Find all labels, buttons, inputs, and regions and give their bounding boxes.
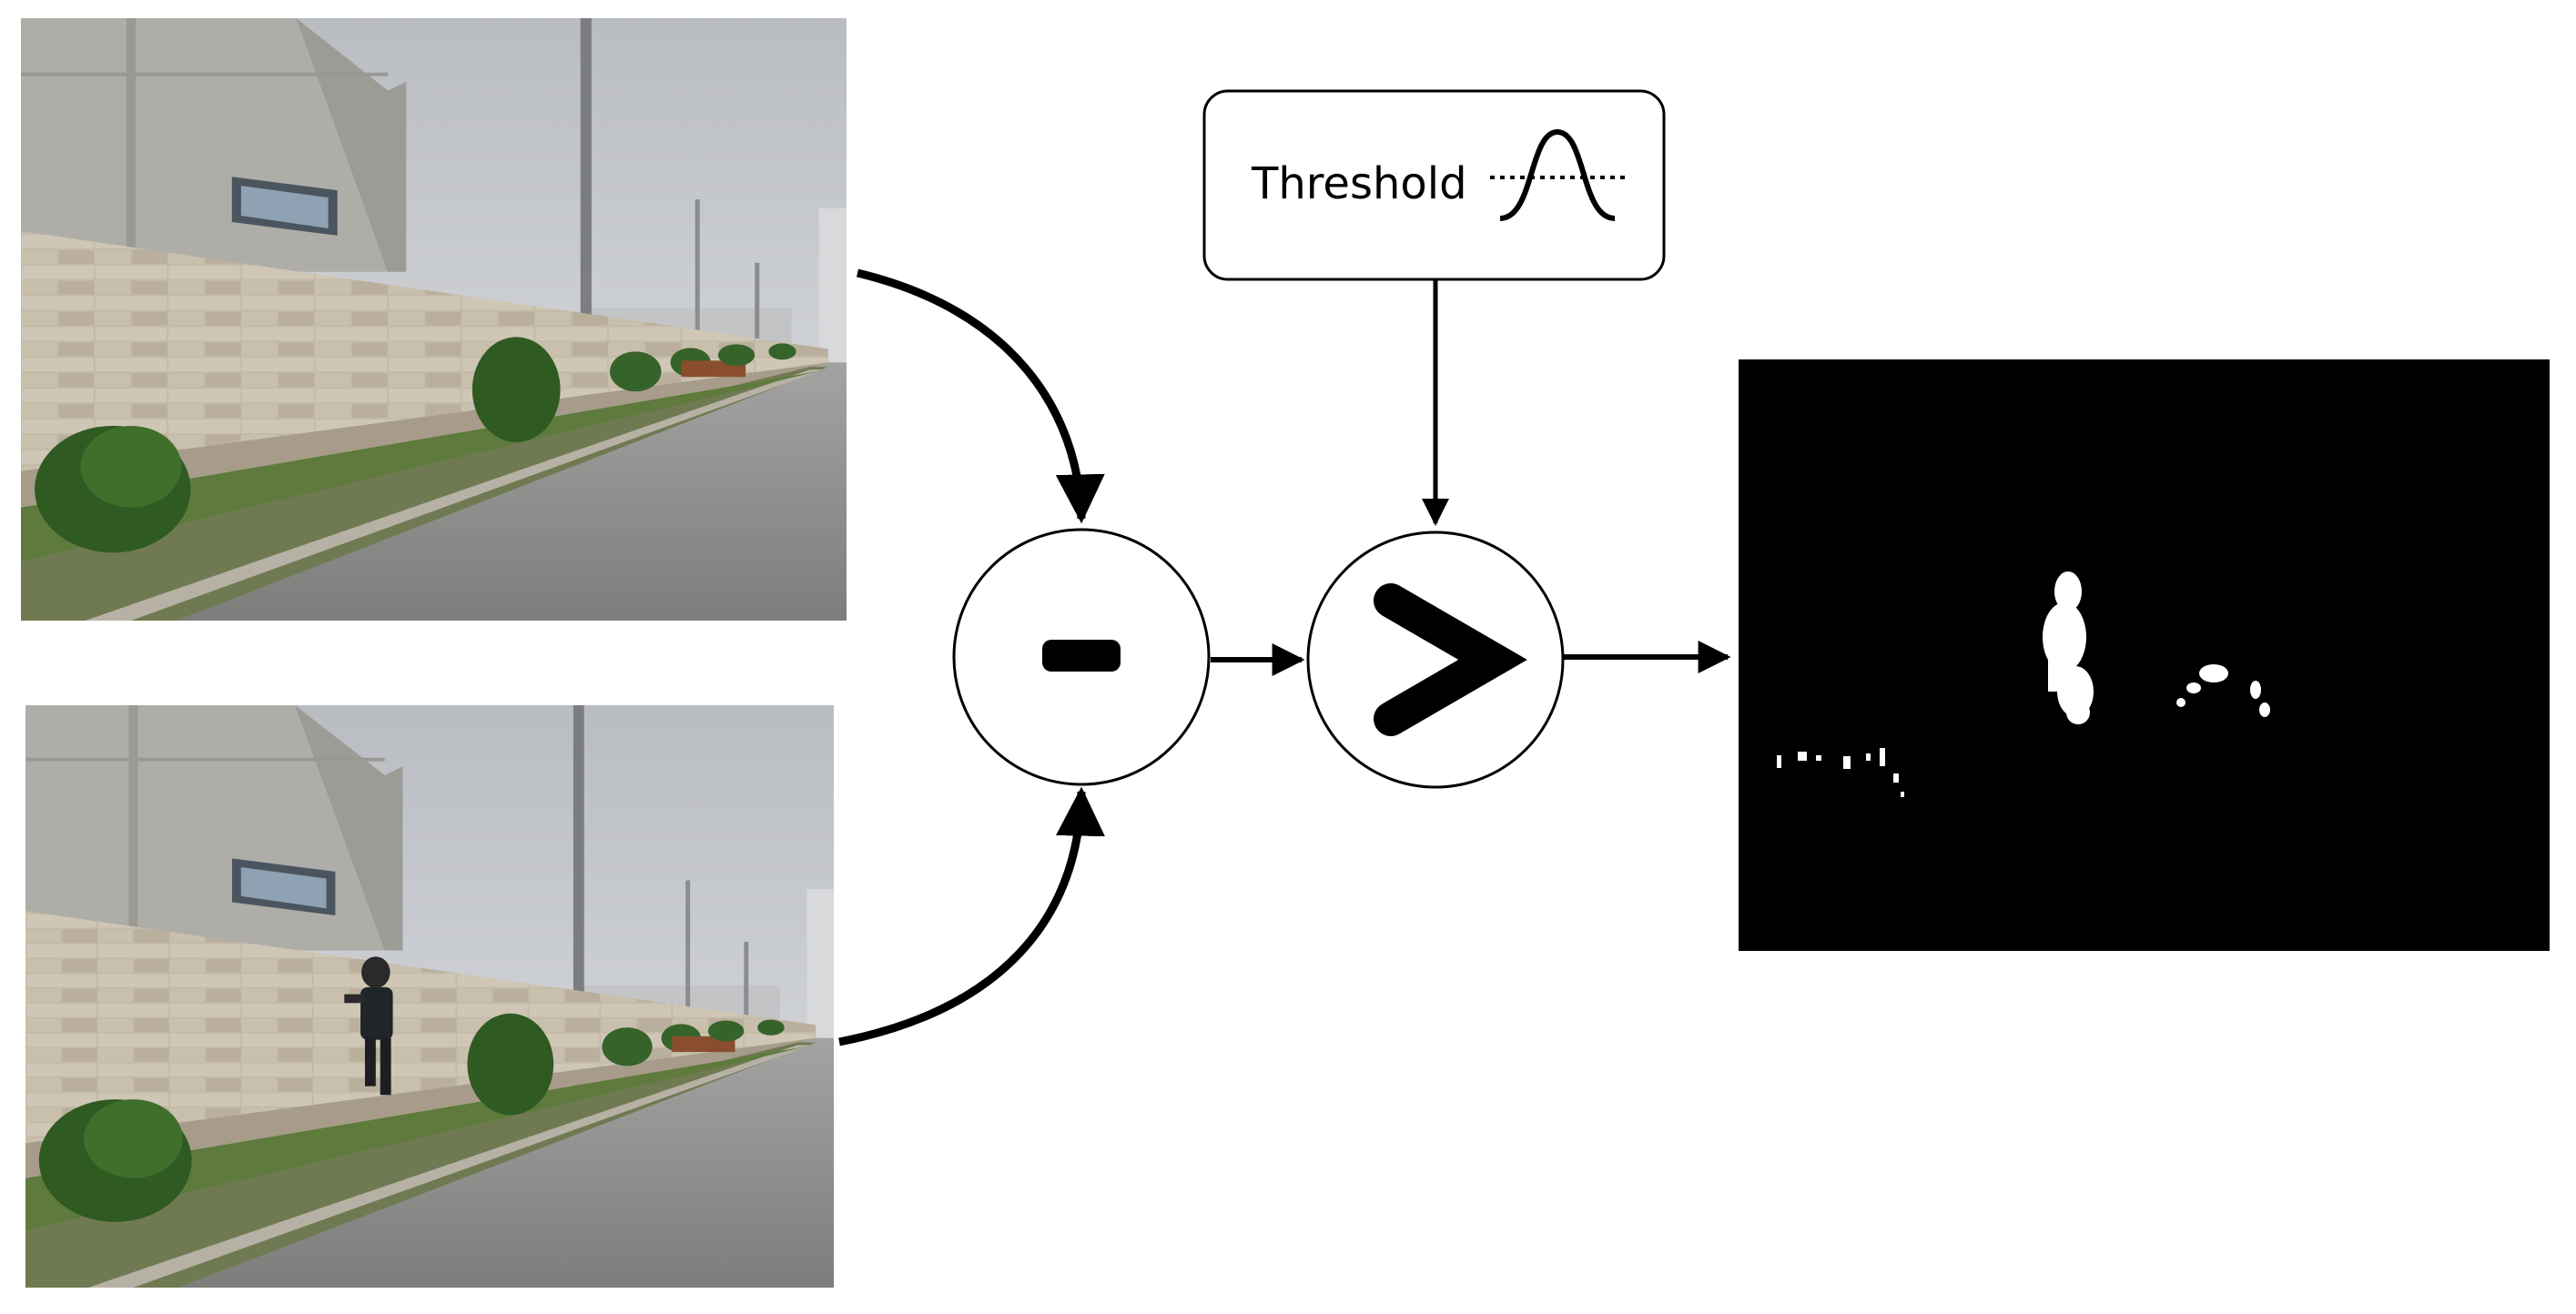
threshold-curve-icon <box>1490 128 1625 221</box>
arrow-bottom-to-subtract <box>838 786 1105 1046</box>
foreground-blob-bush <box>2176 664 2270 717</box>
threshold-box: Threshold <box>1202 89 1666 281</box>
threshold-label: Threshold <box>1251 158 1467 209</box>
background-frame-photo <box>21 18 847 621</box>
subtract-operator <box>952 528 1211 786</box>
foreground-blob-person <box>2043 571 2094 724</box>
arrow-top-to-subtract <box>856 268 1105 524</box>
minus-symbol <box>1042 640 1121 672</box>
compare-operator <box>1306 531 1565 789</box>
binary-motion-mask <box>1739 359 2550 951</box>
greater-than-symbol <box>1374 583 1527 736</box>
current-frame-photo <box>25 705 834 1288</box>
climbing-person <box>344 956 393 1096</box>
foreground-noise-specks <box>1777 748 1904 797</box>
